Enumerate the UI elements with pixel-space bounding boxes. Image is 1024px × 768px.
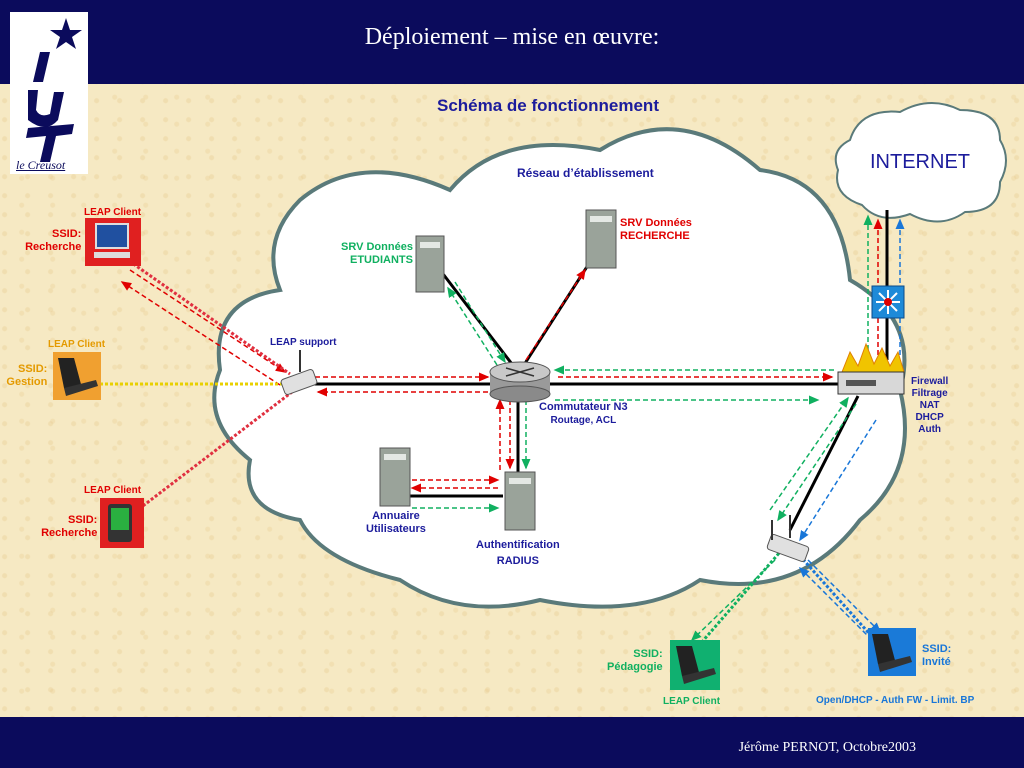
client-bot-ssid: SSID: Recherche: [41, 514, 98, 539]
switch-router-icon: [489, 361, 551, 403]
iut-logo-mark: [26, 18, 82, 162]
srv-etudiants-label: SRV Données ETUDIANTS: [341, 241, 413, 266]
internet-cloud: [834, 101, 1007, 223]
title-bar: [0, 0, 1024, 84]
footer-text: Jérôme PERNOT, Octobre2003: [738, 740, 916, 755]
client-top-caption: LEAP Client: [84, 207, 142, 218]
client-bot-caption: LEAP Client: [84, 485, 142, 496]
client-top-ssid: SSID: Recherche: [25, 228, 82, 253]
diagram-subtitle: Schéma de fonctionnement: [437, 96, 659, 115]
annuaire-label: Annuaire Utilisateurs: [366, 510, 426, 535]
client-mid-caption: LEAP Client: [48, 339, 106, 350]
access-point-left-icon: [280, 350, 318, 395]
switch-label: Commutateur N3 Routage, ACL: [539, 401, 628, 426]
firewall-label: Firewall Filtrage NAT DHCP Auth: [911, 376, 949, 435]
laptop-pedagogie-icon: [670, 640, 720, 690]
server-annuaire-icon: [379, 447, 411, 507]
leap-support-label: LEAP support: [270, 337, 337, 348]
server-radius-icon: [504, 471, 536, 531]
internet-label: INTERNET: [870, 151, 970, 173]
server-etudiants-icon: [415, 235, 445, 293]
iut-logo: le Creusot: [10, 12, 88, 174]
slide-title: Déploiement – mise en œuvre:: [364, 24, 660, 50]
footer-bar: [0, 717, 1024, 768]
client-peda-caption: LEAP Client: [663, 696, 721, 707]
pda-client-icon: [100, 498, 144, 548]
edge-switch-icon: [871, 285, 905, 319]
firewall-icon: [837, 342, 905, 395]
laptop-gestion-icon: [53, 352, 101, 400]
srv-recherche-label: SRV Données RECHERCHE: [620, 217, 692, 242]
client-invite-note: Open/DHCP - Auth FW - Limit. BP: [816, 695, 975, 706]
wireless-links: [100, 256, 877, 651]
radius-label: Authentification RADIUS: [476, 539, 560, 567]
access-point-right-icon: [766, 515, 810, 563]
client-invite-ssid: SSID: Invité: [922, 643, 952, 668]
logo-text: le Creusot: [16, 158, 66, 172]
lan-cloud: [212, 127, 907, 609]
server-recherche-icon: [585, 209, 617, 269]
client-mid-ssid: SSID: Gestion: [6, 363, 48, 388]
lan-cloud-label: Réseau d’établissement: [517, 166, 654, 180]
desktop-client-icon: [85, 218, 141, 266]
client-peda-ssid: SSID: Pédagogie: [607, 648, 663, 673]
laptop-invite-icon: [868, 628, 916, 676]
